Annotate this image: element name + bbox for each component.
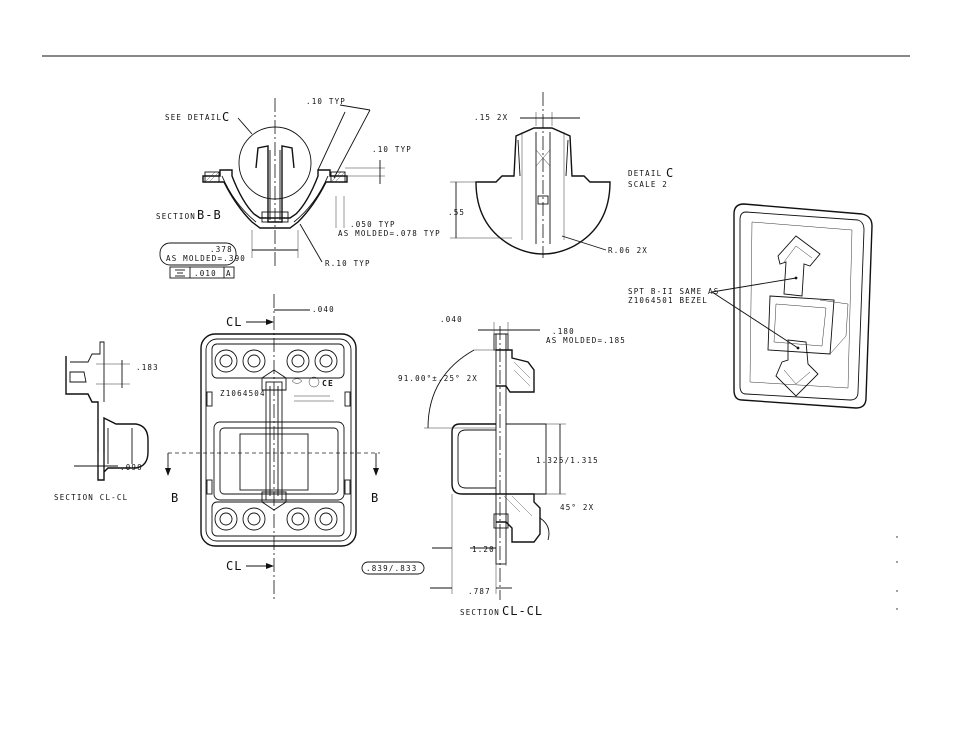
dim-050-typ: .050 TYP [350, 220, 396, 229]
front-view: CE CL CL .040 Z1064504 B B [165, 294, 380, 602]
section-bb-letters: B-B [197, 208, 222, 222]
detail-c-scale: SCALE 2 [628, 180, 668, 189]
dim-as-molded-078: AS MOLDED=.078 TYP [338, 229, 441, 238]
dim-040-right: .040 [440, 315, 463, 324]
section-bb-label: SECTION [156, 212, 196, 221]
dim-378: .378 [210, 245, 233, 254]
dim-angle-91: 91.00°±.25° 2X [398, 374, 478, 383]
part-number: Z1064504 [220, 389, 266, 398]
dim-10-typ-top: .10 TYP [306, 97, 346, 106]
dim-120: 1.20 [472, 545, 495, 554]
dim-180: .180 [552, 327, 575, 336]
dim-040-front: .040 [312, 305, 335, 314]
dim-1325-1315: 1.325/1.315 [536, 456, 599, 465]
section-mark-b-right: B [371, 491, 379, 505]
iso-note-line1: SPT B-II SAME AS [628, 287, 719, 296]
section-cl-left-view: .183 .090 SECTION CL-CL [54, 341, 159, 502]
section-cl-right-letters: CL-CL [502, 604, 543, 618]
isometric-view: SPT B-II SAME AS Z1064501 BEZEL [628, 203, 873, 409]
section-mark-b-left: B [171, 491, 179, 505]
dim-15-2x: .15 2X [474, 113, 508, 122]
ce-mark: CE [322, 379, 334, 388]
see-detail-letter: C [222, 110, 230, 124]
section-bb-view: SEE DETAIL C .10 TYP .10 TYP SECTION B-B… [156, 97, 441, 279]
iso-note-line2: Z1064501 BEZEL [628, 296, 708, 305]
detail-c-label: DETAIL [628, 169, 662, 178]
section-cl-right-view: .040 .180 AS MOLDED=.185 91.00°±.25° 2X … [361, 315, 626, 618]
cl-bottom-label: CL [226, 559, 242, 573]
margin-ticks [896, 536, 898, 610]
dim-55: .55 [448, 208, 465, 217]
gdt-tolerance: .010 [194, 269, 217, 278]
dim-as-molded-390: AS MOLDED=.390 [166, 254, 246, 263]
dim-090: .090 [120, 463, 143, 472]
dim-787: .787 [468, 587, 491, 596]
dim-r10-typ: R.10 TYP [325, 259, 371, 268]
cl-top-label: CL [226, 315, 242, 329]
dim-as-molded-185: AS MOLDED=.185 [546, 336, 626, 345]
detail-c-letter: C [666, 166, 674, 180]
detail-c-view: .15 2X .55 R.06 2X DETAIL C SCALE 2 [448, 92, 674, 258]
gdt-datum: A [226, 269, 232, 278]
section-cl-left-label: SECTION CL-CL [54, 493, 128, 502]
dim-183: .183 [136, 363, 159, 372]
section-cl-right-label: SECTION [460, 608, 500, 617]
dim-r06-2x: R.06 2X [608, 246, 648, 255]
dim-839-833: .839/.833 [366, 564, 417, 573]
see-detail-text: SEE DETAIL [165, 113, 222, 122]
dim-10-typ-side: .10 TYP [372, 145, 412, 154]
dim-45-2x: 45° 2X [560, 503, 594, 512]
